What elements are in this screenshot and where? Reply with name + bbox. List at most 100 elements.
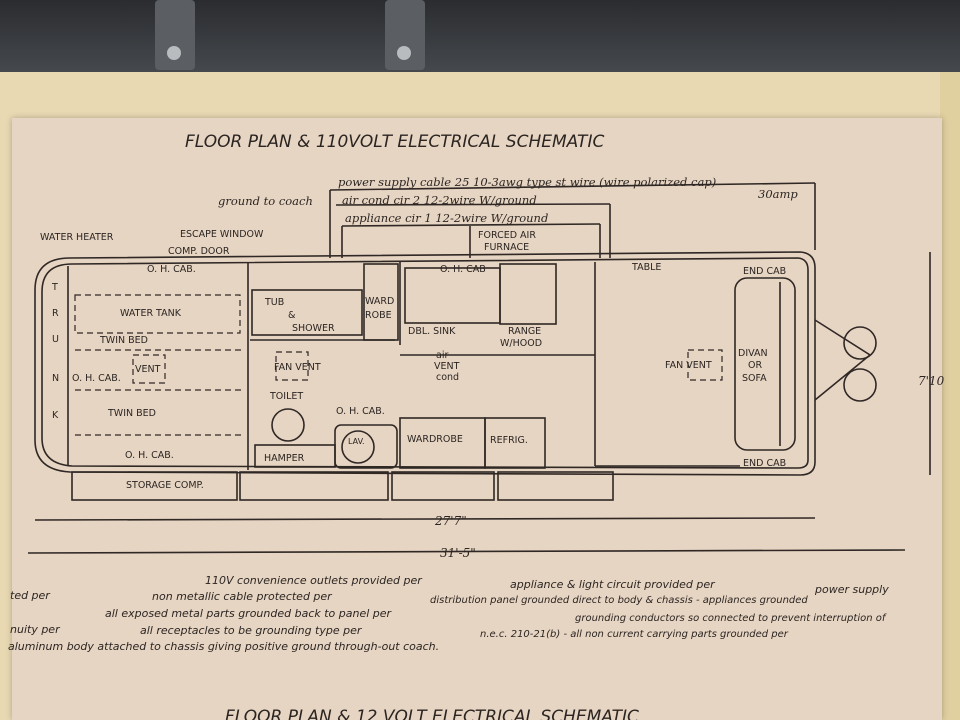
note-nonmetallic: non metallic cable protected per [152,590,333,603]
note-nuity-per: nuity per [10,623,61,636]
note-outlets: 110V convenience outlets provided per [205,574,423,587]
vent-box-center [275,351,309,381]
label-wardrobe: WARDROBE [407,434,463,445]
label-twin-bed-top: TWIN BED [99,335,148,346]
note-receptacles: all receptacles to be grounding type per [140,624,363,637]
label-trunk-n: N [52,373,59,384]
note-aluminum-body: aluminum body attached to chassis giving… [8,640,439,653]
storage-comp-2 [239,471,389,501]
label-appliance-circuit: appliance cir 1 12-2wire W/ground [345,211,548,225]
coach-outline [34,251,816,476]
screw-icon [397,46,411,60]
label-oh-cab-toilet: O. H. CAB. [336,406,385,417]
label-whood: W/HOOD [500,338,542,349]
label-trunk-u: U [52,334,59,345]
label-end-cab-bottom: END CAB [743,458,786,469]
lav-bowl [341,430,375,464]
label-trunk-r: R [52,308,59,319]
label-fan-vent-right: FAN VENT [665,360,712,371]
schematic-sheet [12,118,942,720]
label-lav: LAV. [348,437,365,446]
hitch-wheel-top [843,326,877,360]
label-storage-comp: STORAGE COMP. [126,480,204,491]
label-range: RANGE [508,326,541,337]
label-ground-to-coach: ground to coach [218,194,313,208]
note-nec: n.e.c. 210-21(b) - all non current carry… [480,629,789,640]
label-robe: ROBE [365,310,392,321]
label-dimension-height: 7'10 [918,374,945,388]
binder-clip-right [385,0,425,70]
label-oh-cab-top: O. H. CAB. [147,264,196,275]
wire-air-cond [335,203,611,206]
label-water-tank: WATER TANK [120,308,182,319]
dimension-line-inner [34,517,816,521]
coach-inner-outline [41,257,809,469]
label-escape-window: ESCAPE WINDOW [180,229,264,240]
label-vent-galley: VENT [434,361,460,372]
range-outline [499,263,557,325]
label-trunk-t: T [51,282,58,293]
label-air-cond-circuit: air cond cir 2 12-2wire W/ground [342,193,537,207]
divan-outline [734,277,796,451]
label-power-supply: power supply cable 25 10-3awg type st wi… [338,175,716,189]
note-exposed-metal: all exposed metal parts grounded back to… [105,607,393,620]
wire-appliance [341,223,601,227]
water-tank-outline [74,294,241,334]
label-divan: DIVAN [738,348,768,359]
label-hamper: HAMPER [264,453,305,464]
label-vent-left: VENT [135,364,161,375]
screw-icon [167,46,181,60]
vent-box-left [132,354,166,384]
label-dbl-sink: DBL. SINK [408,326,456,337]
label-dimension-inner: 27'7" [434,514,467,528]
label-cond: cond [436,372,459,383]
label-water-heater: WATER HEATER [40,232,114,243]
label-amp: & [288,310,296,321]
hitch-wheel-bottom [843,368,877,402]
label-toilet: TOILET [269,391,303,402]
label-or: OR [748,360,762,371]
label-dimension-outer: 31'-5" [440,546,476,560]
toilet-bowl [271,408,305,442]
label-furnace: FURNACE [484,242,529,253]
label-shower: SHOWER [292,323,335,334]
storage-comp-4 [497,471,614,501]
tub-outline [251,289,363,336]
label-oh-cab-bottom: O. H. CAB. [125,450,174,461]
label-oh-cab-galley: O. H. CAB [440,264,486,275]
label-end-cab-top: END CAB [743,266,786,277]
wire-power-supply [329,182,816,191]
note-grounding-conductors: grounding conductors so connected to pre… [575,613,887,624]
dimension-line-outer [27,549,906,554]
note-power-supply: power supply [814,583,889,596]
label-fan-vent-center: FAN VENT [274,362,321,373]
note-distribution: distribution panel grounded direct to bo… [430,595,808,606]
tape-right [940,72,960,720]
label-trunk-k: K [52,410,59,421]
binder-clip-left [155,0,195,70]
storage-comp-1 [71,471,238,501]
note-ted-per: ted per [10,589,51,602]
refrig-outline [484,417,546,469]
label-oh-cab-left: O. H. CAB. [72,373,121,384]
label-sofa: SOFA [742,373,767,384]
label-refrig: REFRIG. [490,435,528,446]
diagram-title: FLOOR PLAN & 110VOLT ELECTRICAL SCHEMATI… [185,132,604,152]
bottom-title-partial: FLOOR PLAN & 12 VOLT ELECTRICAL SCHEMATI… [225,707,639,720]
label-twin-bed-bottom: TWIN BED [107,408,156,419]
hamper-outline [254,444,336,468]
label-tub: TUB [264,297,284,308]
vent-box-right [687,349,723,381]
storage-comp-3 [391,471,495,501]
label-forced-air: FORCED AIR [478,230,536,241]
label-ward: WARD [365,296,394,307]
note-appliance-circuit: appliance & light circuit provided per [510,578,716,591]
wardrobe-bath [363,263,399,341]
label-30amp: 30amp [758,187,798,201]
label-air: air [436,350,448,361]
hitch-frame [814,319,872,401]
label-comp-door: COMP. DOOR [168,246,230,257]
sink-outline [404,267,501,324]
